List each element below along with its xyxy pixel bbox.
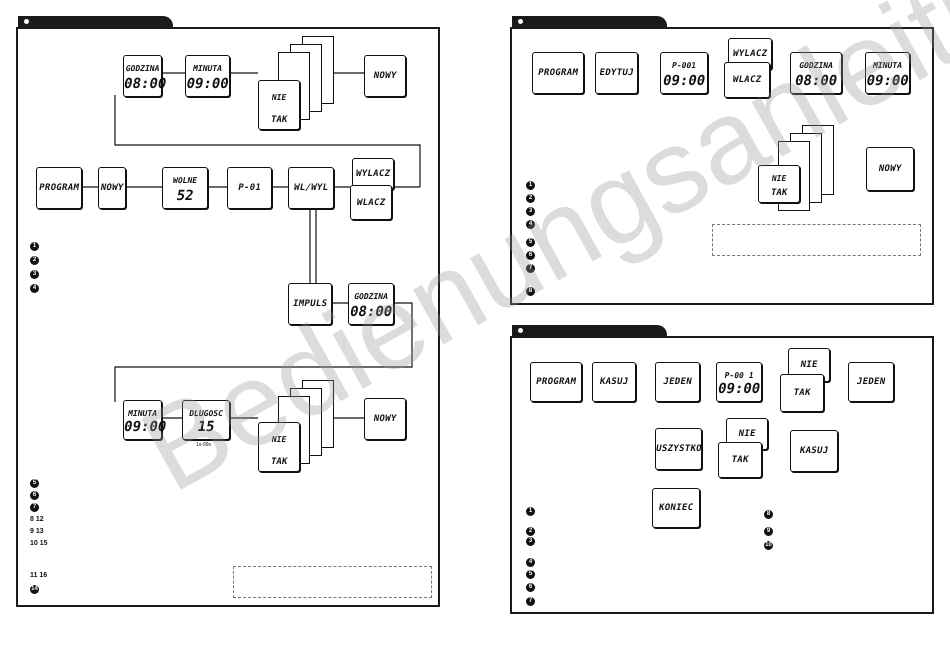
lcd-p01: P-01: [227, 167, 272, 209]
legend-num: 7: [526, 597, 535, 606]
lcd-kasuj: KASUJ: [592, 362, 636, 402]
legend-num: 6: [526, 251, 535, 260]
lcd-tak-rb-2: TAK: [718, 442, 762, 478]
legend-num: 8: [526, 287, 535, 296]
lcd-tak-rb-1: TAK: [780, 374, 824, 412]
legend-num: 14: [30, 585, 39, 594]
legend-num: 1: [30, 242, 39, 251]
legend-num: 2: [526, 527, 535, 536]
legend-num: 5: [526, 238, 535, 247]
lcd-wlacz-rt: WLACZ: [724, 62, 770, 98]
legend-num: 2: [30, 256, 39, 265]
legend-num: 6: [526, 583, 535, 592]
legend-num: 7: [526, 264, 535, 273]
legend-num: 5: [526, 570, 535, 579]
lcd-jeden-2: JEDEN: [848, 362, 894, 402]
legend-num: 3: [526, 537, 535, 546]
legend-num: 5: [30, 479, 39, 488]
lcd-impuls: IMPULS: [288, 283, 332, 325]
lcd-program: PROGRAM: [36, 167, 82, 209]
legend-num: 4: [30, 284, 39, 293]
legend-num: 4: [526, 558, 535, 567]
lcd-program-rt: PROGRAM: [532, 52, 584, 94]
lcd-wszystko: USZYSTKO: [655, 428, 703, 470]
lcd-edytuj: EDYTUJ: [595, 52, 638, 94]
left-panel-tab: [18, 16, 173, 28]
lcd-koniec: KONIEC: [652, 488, 700, 528]
legend-num: 4: [526, 220, 535, 229]
legend-pair: 10 15: [30, 540, 48, 547]
lcd-wl-wyl: WL/WYL: [288, 167, 334, 209]
legend-num: 10: [764, 541, 773, 550]
legend-num: 1: [526, 507, 535, 516]
note-box-right-top: [712, 224, 921, 256]
lcd-nowy-1: NOWY: [364, 55, 406, 97]
legend-num: 3: [526, 207, 535, 216]
lcd-nowy: NOWY: [98, 167, 126, 209]
lcd-nowy-rt: NOWY: [866, 147, 914, 191]
legend-num: 9: [764, 527, 773, 536]
legend-num: 3: [30, 270, 39, 279]
right-bottom-tab: [512, 325, 667, 337]
range-label: 1s-99s: [196, 442, 212, 448]
legend-num: 2: [526, 194, 535, 203]
legend-pair: 8 12: [30, 516, 44, 523]
legend-num: 1: [526, 181, 535, 190]
lcd-nowy-2: NOWY: [364, 398, 406, 440]
lcd-wlacz: WLACZ: [350, 185, 392, 220]
legend-pair: 11 16: [30, 572, 48, 579]
right-top-tab: [512, 16, 667, 28]
lcd-kasuj-2: KASUJ: [790, 430, 838, 472]
legend-num: 8: [764, 510, 773, 519]
legend-num: 6: [30, 491, 39, 500]
legend-num: 7: [30, 503, 39, 512]
note-box-left: [233, 566, 432, 598]
legend-pair: 9 13: [30, 528, 44, 535]
lcd-program-rb: PROGRAM: [530, 362, 582, 402]
lcd-jeden: JEDEN: [655, 362, 700, 402]
